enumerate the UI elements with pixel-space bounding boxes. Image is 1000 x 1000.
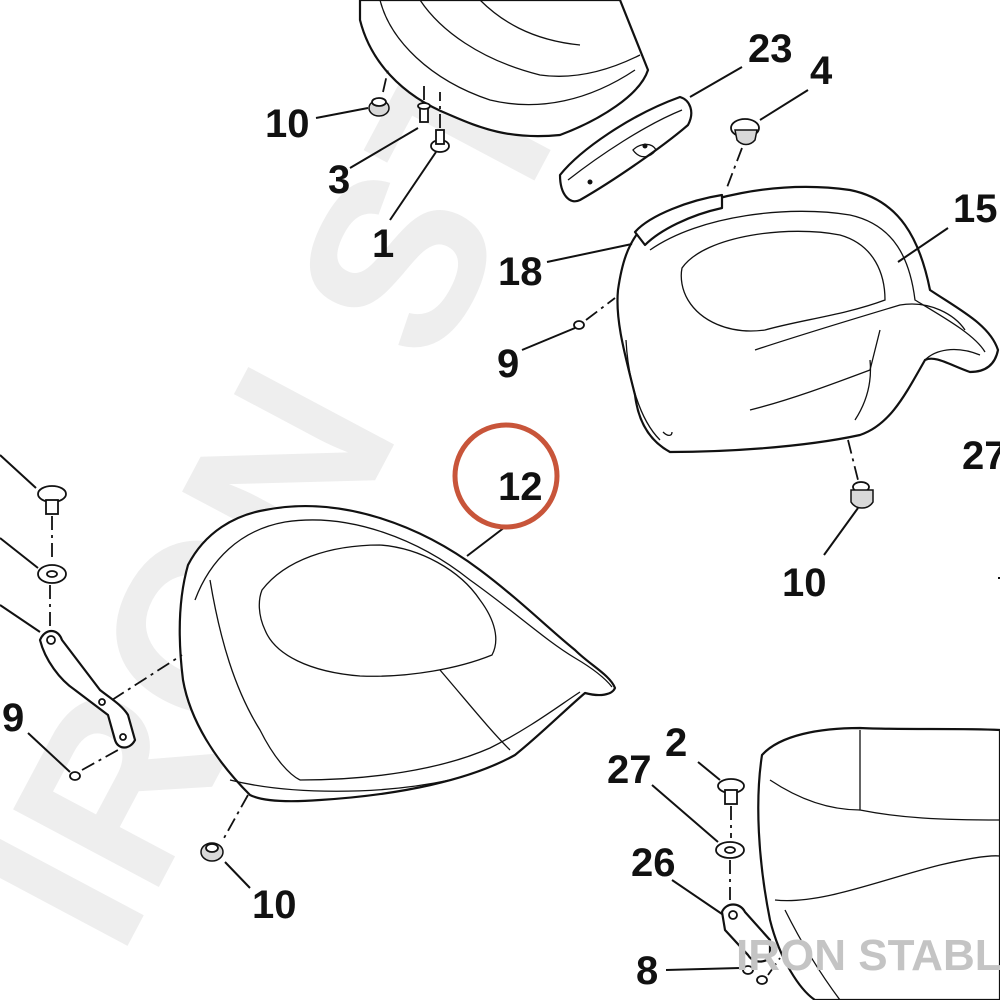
hardware-top-left bbox=[368, 69, 450, 153]
callout-9: 9 bbox=[2, 696, 24, 740]
callout-10: 10 bbox=[782, 561, 827, 605]
callout-10: 10 bbox=[265, 102, 310, 146]
cap-part-4 bbox=[725, 118, 760, 191]
hardware-bottom-right bbox=[715, 778, 781, 985]
callout-4: 4 bbox=[810, 49, 833, 93]
callout-3: 3 bbox=[328, 158, 350, 202]
callout-1: 1 bbox=[372, 222, 394, 266]
bumper-10-right bbox=[847, 439, 874, 509]
callout-15: 15 bbox=[953, 187, 998, 231]
seat-part-15 bbox=[616, 185, 1000, 454]
callout-26: 26 bbox=[631, 841, 676, 885]
leader-lines bbox=[0, 66, 1000, 971]
screw-9-upper bbox=[573, 297, 616, 330]
bottom-right-seat bbox=[757, 726, 1000, 1000]
bumper-10-lower bbox=[200, 794, 249, 862]
bracket-left bbox=[37, 485, 183, 781]
strap-part-23 bbox=[558, 95, 693, 203]
top-seat bbox=[358, 0, 650, 138]
callout-27: 27 bbox=[962, 434, 1000, 478]
callout-8: 8 bbox=[636, 949, 658, 993]
callout-2: 2 bbox=[665, 721, 687, 765]
seat-part-12 bbox=[178, 505, 617, 803]
callout-23: 23 bbox=[748, 27, 793, 71]
callout-labels: 10 3 1 23 4 15 18 9 27 10 12 9 10 2 27 2… bbox=[2, 27, 1000, 993]
callout-27: 27 bbox=[607, 748, 652, 792]
callout-18: 18 bbox=[498, 250, 543, 294]
callout-10: 10 bbox=[252, 883, 297, 927]
callout-12: 12 bbox=[498, 465, 543, 509]
watermark-corner: IRON STABLE bbox=[736, 931, 1000, 980]
callout-9: 9 bbox=[497, 342, 519, 386]
highlight-circle bbox=[452, 422, 560, 530]
